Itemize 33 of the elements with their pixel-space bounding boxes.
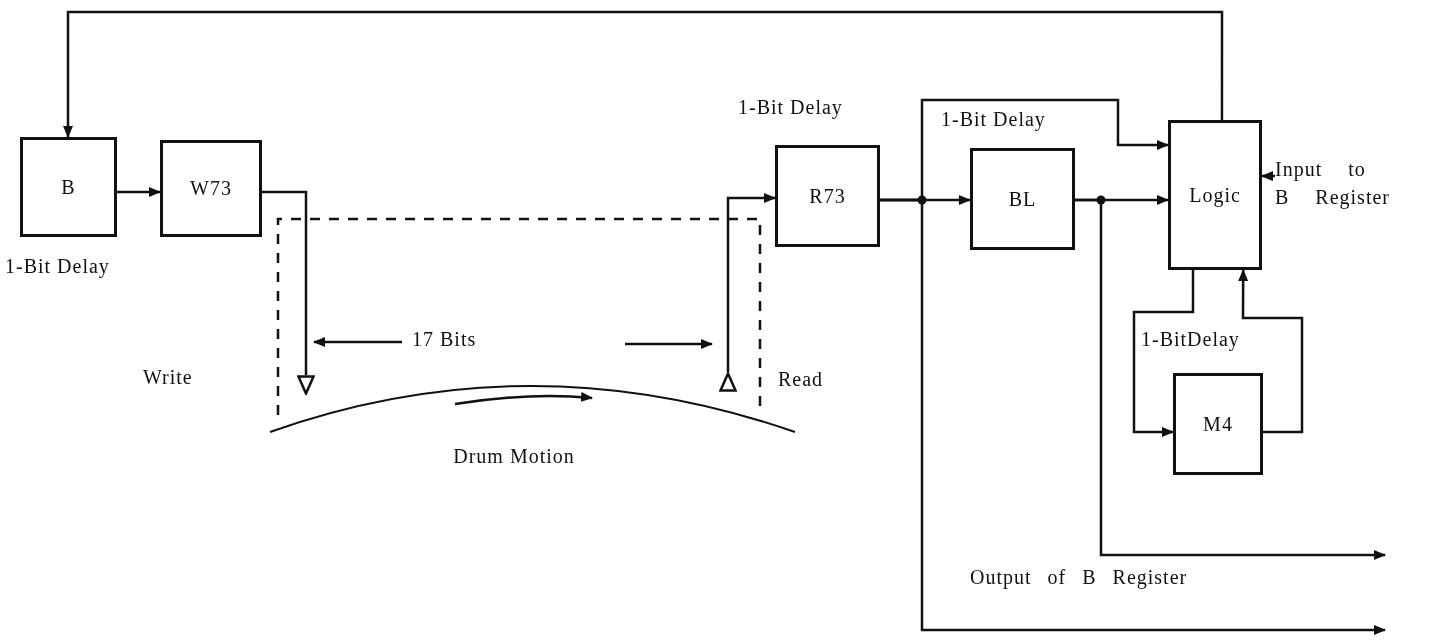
arrow [1238,269,1304,434]
arrow [880,198,1386,635]
input-text: Input to B Register [1275,155,1397,211]
dimension-label: 17 Bits [412,328,477,351]
delay-caption: 1-Bit Delay [738,96,843,119]
box-label: R73 [809,184,846,208]
motion-label: Drum Motion [452,444,576,469]
delay-caption: 1-Bit Delay [941,108,1046,131]
head-label: Read [778,368,824,391]
process-box [970,148,1075,250]
output-label: Output of B Register [970,566,1188,589]
box-label: W73 [190,177,232,200]
head-triangle [297,375,315,395]
delay-caption: 1-Bit Delay [5,255,110,278]
head-label: Write [143,366,193,389]
head-triangle [719,372,737,392]
arrow [63,10,1224,138]
process-box [1168,120,1262,270]
box-label: Logic [1189,183,1241,207]
connector-line [262,190,308,375]
arrow [1075,198,1386,560]
box-label: M4 [1203,412,1233,436]
arrow [1132,270,1195,437]
box-label: B [61,175,76,199]
process-box [1173,373,1263,475]
delay-caption: 1-BitDelay [1141,328,1240,351]
process-box [775,145,880,247]
arrow [726,193,776,372]
arrow [117,187,161,197]
arrow [1261,171,1275,182]
process-box [20,137,117,237]
process-box [160,140,262,237]
box-label: BL [1008,187,1037,211]
